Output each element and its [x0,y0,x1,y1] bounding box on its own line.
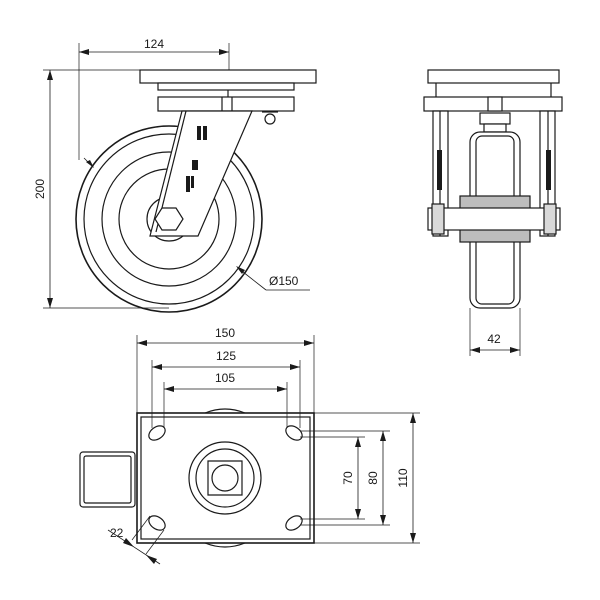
wheel-tyre [75,125,263,313]
front-fork-marking [437,150,551,190]
grease-nipple [264,113,276,125]
front-axle-nut-left [431,203,445,235]
side-bracket [79,451,136,508]
top-plate [139,69,317,84]
swivel-head [157,96,295,112]
front-axle-nut-right [543,203,557,235]
dim-label-42: 42 [487,332,501,346]
plate-center-nut [207,460,243,496]
dim-label-124: 124 [144,37,164,51]
mounting-slot-tl [148,425,166,441]
front-axle [427,207,561,231]
wheel-rim [101,151,237,287]
fork-leg [149,110,253,237]
front-top-plate [427,69,560,84]
dim-label-110: 110 [396,468,410,487]
kingpin-nut [479,112,511,125]
mounting-slot-br [285,515,303,531]
mounting-plate [136,412,315,544]
plan-view: 150 125 105 70 80 110 [79,326,420,565]
side-view: 124 200 Ø150 [33,37,317,313]
dim-label-105: 105 [215,371,235,385]
dim-label-80: 80 [366,471,380,485]
plate-center-ring [188,441,262,515]
mounting-slot-tr [285,425,303,441]
dim-label-150: 150 [215,326,235,340]
dim-label-70: 70 [341,471,355,485]
dim-label-dia150: Ø150 [269,274,299,288]
dim-label-200: 200 [33,179,47,199]
mounting-slot-bl [148,515,166,531]
fork-marking [186,126,207,192]
axle-nut [154,207,184,231]
front-view: 42 [423,69,563,356]
dim-label-22: 22 [110,526,124,540]
dim-label-125: 125 [216,349,236,363]
